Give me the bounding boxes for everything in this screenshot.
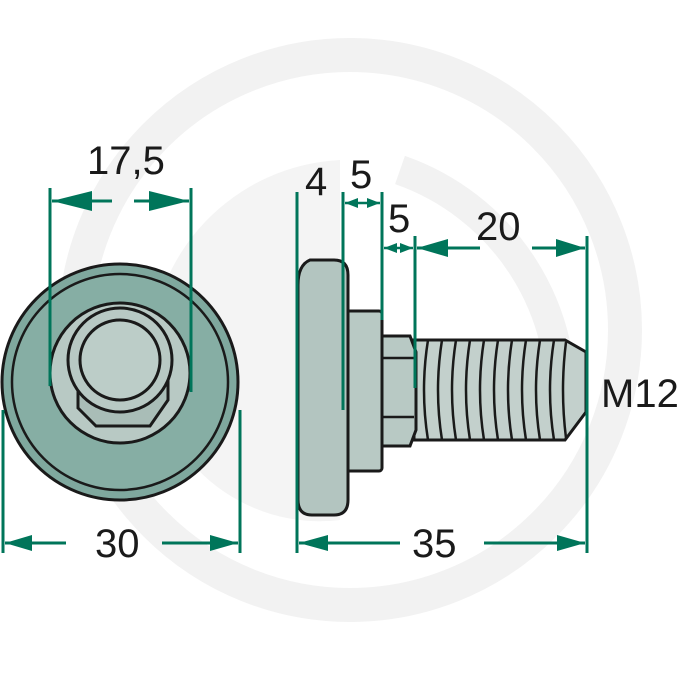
- dim-label-total-length: 35: [412, 522, 457, 566]
- dimension-hex-width: 17,5: [48, 139, 193, 392]
- dimension-collar-thickness: 5: [345, 153, 380, 208]
- dim-label-collar-thickness: 5: [350, 153, 372, 197]
- extension-lines: [295, 192, 589, 553]
- dimension-thread-length: 20: [417, 205, 585, 257]
- dimension-hex-height: 5: [384, 197, 413, 253]
- side-view: 4 5 5 20 35: [295, 153, 679, 566]
- dim-label-thread-length: 20: [476, 205, 521, 249]
- dimension-total-length: 35: [299, 522, 585, 566]
- dim-label-hex-width: 17,5: [87, 139, 165, 183]
- bolt-end-circle: [78, 318, 162, 402]
- dimension-washer-diameter: 30: [1, 410, 242, 566]
- dim-label-washer-thickness: 4: [305, 160, 327, 204]
- hex-side: [380, 334, 418, 448]
- thread-shank: [412, 338, 588, 442]
- washer-side: [296, 258, 350, 517]
- collar-side: [342, 309, 384, 473]
- front-view: 17,5 30: [0, 139, 242, 566]
- dim-label-hex-height: 5: [388, 197, 410, 241]
- thread-size-label: M12: [601, 372, 679, 416]
- dim-label-washer-diameter: 30: [95, 522, 140, 566]
